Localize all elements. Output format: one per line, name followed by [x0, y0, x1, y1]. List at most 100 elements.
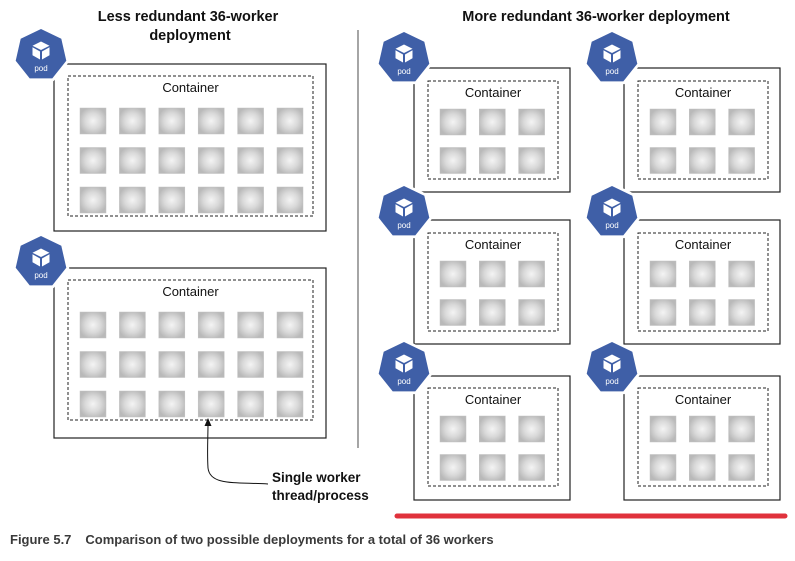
pod: Container pod — [12, 26, 327, 232]
worker-square-icon — [728, 147, 755, 174]
worker-square-icon — [689, 415, 716, 443]
worker-square-icon — [479, 299, 506, 326]
worker-square-icon — [649, 415, 677, 443]
worker-square-icon — [237, 390, 264, 418]
worker-square-icon — [158, 390, 186, 418]
kubernetes-pod-icon: pod — [583, 339, 641, 395]
pod-label: pod — [397, 221, 410, 230]
container: Container — [67, 75, 314, 217]
worker-square-icon — [728, 415, 755, 443]
worker-square-icon — [649, 108, 677, 136]
worker-square-icon — [728, 260, 755, 288]
worker-square-icon — [197, 311, 225, 339]
container: Container — [637, 387, 769, 487]
worker-square-icon — [518, 108, 545, 136]
worker-square-icon — [649, 260, 677, 288]
pod: Container pod — [583, 183, 781, 345]
worker-square-icon — [649, 299, 677, 326]
worker-square-icon — [518, 147, 545, 174]
worker-square-icon — [689, 260, 716, 288]
worker-square-icon — [439, 260, 467, 288]
container-label: Container — [465, 392, 522, 407]
kubernetes-pod-icon: pod — [375, 339, 433, 395]
worker-square-icon — [728, 299, 755, 326]
worker-square-icon — [79, 351, 107, 378]
worker-square-icon — [237, 351, 264, 378]
container-label: Container — [675, 85, 732, 100]
kubernetes-pod-icon: pod — [583, 29, 641, 85]
container: Container — [637, 232, 769, 332]
worker-square-icon — [119, 147, 146, 174]
worker-square-icon — [479, 415, 506, 443]
worker-square-icon — [237, 107, 264, 135]
worker-square-icon — [276, 186, 304, 214]
worker-square-icon — [79, 186, 107, 214]
worker-square-icon — [276, 351, 304, 378]
pod-label: pod — [605, 377, 618, 386]
container-label: Container — [675, 392, 732, 407]
worker-square-icon — [518, 415, 545, 443]
worker-square-icon — [728, 108, 755, 136]
pod-label: pod — [34, 271, 47, 280]
pod: Container pod — [375, 339, 571, 501]
pod-label: pod — [605, 221, 618, 230]
worker-square-icon — [649, 147, 677, 174]
worker-square-icon — [158, 351, 186, 378]
container: Container — [427, 387, 559, 487]
kubernetes-pod-icon: pod — [12, 233, 70, 289]
annotation-arrowhead — [204, 418, 212, 426]
container: Container — [427, 80, 559, 180]
worker-square-icon — [439, 454, 467, 481]
left-title-line-1: Less redundant 36-worker — [98, 9, 279, 25]
worker-square-icon — [439, 415, 467, 443]
worker-square-icon — [518, 260, 545, 288]
worker-square-icon — [479, 260, 506, 288]
pod: Container pod — [583, 29, 781, 193]
container-label: Container — [162, 80, 219, 95]
pod-label: pod — [605, 67, 618, 76]
figure-text: Comparison of two possible deployments f… — [85, 532, 494, 547]
pod: Container pod — [583, 339, 781, 501]
right-title: More redundant 36-worker deployment — [462, 9, 730, 25]
annotation-line-2: thread/process — [272, 488, 369, 503]
worker-square-icon — [479, 147, 506, 174]
worker-square-icon — [237, 311, 264, 339]
container-box — [427, 232, 559, 332]
worker-square-icon — [439, 108, 467, 136]
container-box — [427, 387, 559, 487]
worker-square-icon — [649, 454, 677, 481]
container-box — [637, 387, 769, 487]
worker-square-icon — [689, 147, 716, 174]
worker-square-icon — [197, 107, 225, 135]
worker-square-icon — [479, 108, 506, 136]
annotation-arrow-icon — [207, 423, 269, 485]
worker-square-icon — [158, 311, 186, 339]
pod: Container pod — [12, 233, 327, 439]
kubernetes-pod-icon: pod — [583, 183, 641, 239]
annotation-label: Single worker thread/process — [272, 470, 369, 503]
worker-square-icon — [79, 311, 107, 339]
worker-square-icon — [276, 390, 304, 418]
figure-caption: Figure 5.7 Comparison of two possible dep… — [10, 532, 494, 547]
container: Container — [67, 279, 314, 421]
container-label: Container — [465, 85, 522, 100]
worker-square-icon — [439, 147, 467, 174]
container-box — [637, 80, 769, 180]
pod-label: pod — [397, 67, 410, 76]
worker-square-icon — [479, 454, 506, 481]
worker-square-icon — [728, 454, 755, 481]
container: Container — [637, 80, 769, 180]
worker-square-icon — [79, 147, 107, 174]
worker-square-icon — [276, 107, 304, 135]
worker-square-icon — [79, 107, 107, 135]
kubernetes-pod-icon: pod — [375, 29, 433, 85]
worker-square-icon — [158, 186, 186, 214]
worker-square-icon — [197, 351, 225, 378]
container-label: Container — [162, 284, 219, 299]
worker-square-icon — [158, 147, 186, 174]
worker-square-icon — [689, 108, 716, 136]
kubernetes-pod-icon: pod — [12, 26, 70, 82]
figure-label: Figure 5.7 — [10, 532, 72, 547]
container-box — [67, 279, 314, 421]
